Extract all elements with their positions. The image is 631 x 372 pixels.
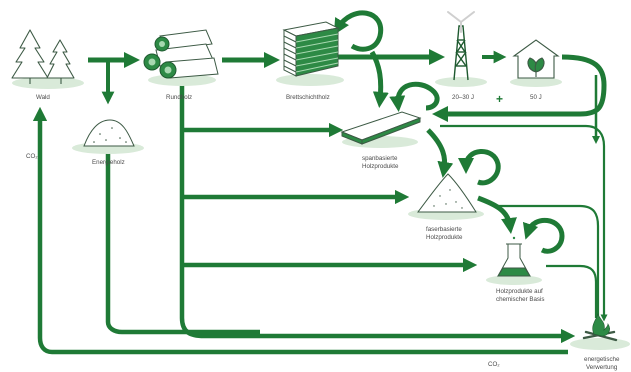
line-span-to-energie [440, 124, 608, 322]
node-brettschichtholz: Brettschichtholz [276, 21, 344, 101]
node-energetisch-label-2: Verwertung [586, 364, 618, 371]
node-energetisch: energetische Verwertung [570, 313, 630, 371]
node-spanbasiert: spanbasierte Holzprodukte [340, 111, 422, 170]
node-wald: Wald [11, 29, 84, 101]
line-faser-to-energie [494, 204, 600, 318]
fiber-pile-icon [417, 173, 477, 213]
arrow-energieholz-to-energetisch [105, 152, 260, 335]
loop-faserbasiert [458, 149, 501, 186]
forest-icon [11, 29, 75, 84]
campfire-icon [582, 313, 618, 342]
arrow-co2-return [32, 106, 568, 355]
node-chemisch-label-1: Holzprodukte auf [496, 288, 543, 295]
node-rundholz: Rundholz [143, 29, 219, 101]
arrow-faserbasiert-to-chemisch [477, 195, 517, 234]
arrow-brettschichtholz-to-spanbasiert [369, 50, 389, 108]
node-holzbau-20-30: 20–30 J [435, 11, 487, 101]
arrow-holzbau-return [431, 54, 607, 123]
node-faserbasiert-label-1: faserbasierte [426, 226, 462, 233]
node-holzbau-50-label: 50 J [530, 94, 542, 101]
plus-sign: + [496, 92, 503, 106]
node-spanbasiert-label-2: Holzprodukte [362, 163, 399, 170]
particle-board-icon [340, 111, 422, 145]
glulam-stack-icon [282, 21, 340, 77]
wood-chips-icon [83, 119, 135, 147]
arrow-spanbasiert-to-faserbasiert [426, 128, 454, 178]
wooden-tower-icon [453, 25, 469, 81]
flask-icon [497, 243, 531, 277]
node-brettschichtholz-label: Brettschichtholz [286, 94, 330, 101]
node-energetisch-label-1: energetische [584, 356, 620, 363]
node-chemisch: Holzprodukte auf chemischer Basis [486, 236, 545, 303]
node-faserbasiert-label-2: Holzprodukte [426, 234, 463, 241]
line-chem-to-energie [546, 264, 598, 318]
node-energieholz: Energieholz [72, 119, 144, 166]
node-energieholz-label: Energieholz [92, 159, 125, 166]
node-faserbasiert: faserbasierte Holzprodukte [408, 173, 484, 241]
co2-label-bottom: CO₂ [488, 361, 500, 368]
node-holzbau-50: 50 J [510, 39, 562, 101]
co2-label-left: CO₂ [26, 153, 38, 160]
node-chemisch-label-2: chemischer Basis [496, 296, 545, 303]
house-with-leaves-icon [512, 39, 560, 79]
node-wald-label: Wald [36, 94, 50, 101]
node-holzbau-20-30-label: 20–30 J [452, 94, 474, 101]
loop-brettschichtholz [333, 10, 384, 52]
log-pile-icon [143, 29, 219, 79]
node-rundholz-label: Rundholz [166, 94, 192, 101]
node-spanbasiert-label-1: spanbasierte [362, 155, 398, 162]
loop-spanbasiert [389, 81, 440, 112]
loop-chemisch [522, 217, 565, 254]
